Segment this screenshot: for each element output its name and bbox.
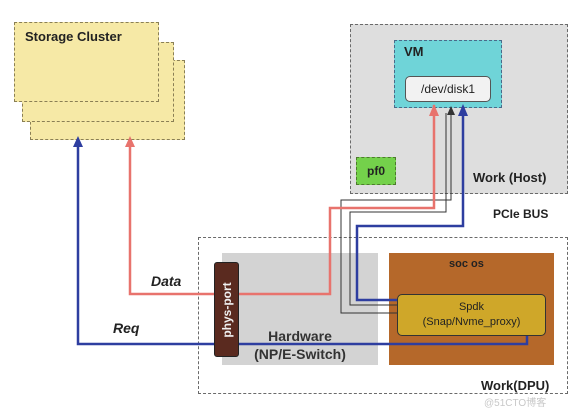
req-flow-label: Req <box>113 320 140 336</box>
data-arrowhead-storage <box>125 136 135 147</box>
data-flow-path <box>128 105 436 296</box>
watermark: @51CTO博客 <box>484 398 547 409</box>
hardware-box <box>222 253 378 365</box>
vm-label: VM <box>404 44 424 59</box>
req-arrowhead-storage <box>73 136 83 147</box>
hardware-label: Hardware (NP/E-Switch) <box>240 327 360 363</box>
pcie-bus-label: PCIe BUS <box>493 207 549 221</box>
pf-arrowhead <box>447 106 455 115</box>
pf0-label: pf0 <box>367 164 385 178</box>
storage-cluster-box: Storage Cluster <box>14 22 159 102</box>
storage-cluster-title: Storage Cluster <box>25 29 122 44</box>
spdk-box: Spdk (Snap/Nvme_proxy) <box>397 294 546 336</box>
hardware-label-line2: (NP/E-Switch) <box>254 346 346 362</box>
phys-port-label: phys-port <box>219 281 234 338</box>
soc-os-label: soc os <box>449 258 484 270</box>
pf0-box: pf0 <box>356 157 396 185</box>
pf-link-line <box>340 113 452 314</box>
disk-link-line <box>349 113 447 306</box>
disk-device-box: /dev/disk1 <box>405 76 491 102</box>
host-region-label: Work (Host) <box>473 170 547 185</box>
hardware-label-line1: Hardware <box>268 328 332 344</box>
req-arrowhead-disk <box>458 104 468 116</box>
phys-port-box: phys-port <box>214 262 239 357</box>
spdk-label-line2: (Snap/Nvme_proxy) <box>422 316 521 328</box>
dpu-region-label: Work(DPU) <box>481 378 550 393</box>
data-flow-label: Data <box>151 273 182 289</box>
data-arrowhead-disk <box>429 104 439 116</box>
disk-device-label: /dev/disk1 <box>420 82 476 96</box>
spdk-label-line1: Spdk <box>458 301 485 313</box>
